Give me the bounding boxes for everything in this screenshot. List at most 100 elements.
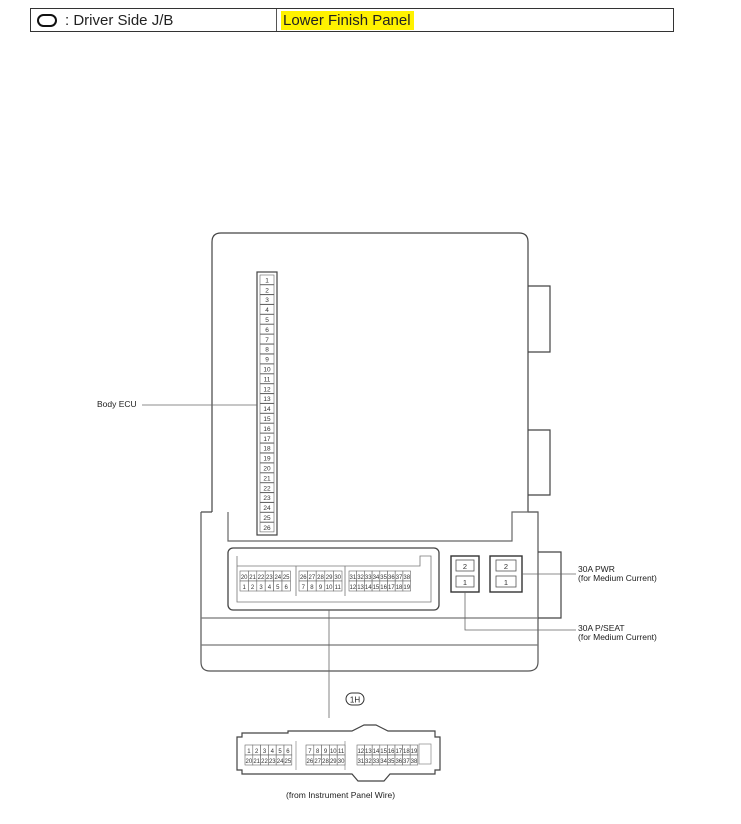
svg-text:38: 38 bbox=[411, 759, 418, 765]
svg-text:31: 31 bbox=[350, 575, 357, 581]
svg-text:1: 1 bbox=[463, 578, 467, 587]
svg-text:7: 7 bbox=[302, 585, 306, 591]
svg-text:37: 37 bbox=[396, 575, 403, 581]
svg-text:8: 8 bbox=[265, 347, 269, 354]
svg-text:1: 1 bbox=[243, 585, 247, 591]
svg-text:16: 16 bbox=[388, 749, 395, 755]
svg-text:22: 22 bbox=[263, 485, 271, 492]
svg-text:15: 15 bbox=[373, 585, 380, 591]
svg-text:3: 3 bbox=[259, 585, 263, 591]
svg-text:2: 2 bbox=[265, 287, 269, 294]
body-ecu-connector: 1234567891011121314151617181920212223242… bbox=[256, 271, 278, 536]
svg-text:32: 32 bbox=[365, 759, 372, 765]
svg-text:8: 8 bbox=[316, 749, 320, 755]
svg-text:10: 10 bbox=[263, 367, 271, 374]
header-bar: : Driver Side J/B Lower Finish Panel bbox=[30, 8, 674, 32]
svg-text:12: 12 bbox=[263, 386, 271, 393]
svg-text:32: 32 bbox=[357, 575, 364, 581]
svg-text:24: 24 bbox=[277, 759, 284, 765]
svg-text:2: 2 bbox=[251, 585, 255, 591]
svg-text:6: 6 bbox=[285, 585, 289, 591]
svg-text:25: 25 bbox=[285, 759, 292, 765]
svg-text:36: 36 bbox=[388, 575, 395, 581]
svg-text:5: 5 bbox=[276, 585, 280, 591]
svg-text:8: 8 bbox=[310, 585, 314, 591]
svg-text:11: 11 bbox=[335, 585, 342, 591]
svg-text:11: 11 bbox=[264, 376, 271, 383]
svg-text:27: 27 bbox=[309, 575, 316, 581]
svg-text:19: 19 bbox=[263, 456, 271, 463]
svg-text:6: 6 bbox=[286, 749, 290, 755]
svg-text:16: 16 bbox=[263, 426, 271, 433]
svg-text:24: 24 bbox=[263, 505, 271, 512]
svg-text:4: 4 bbox=[268, 585, 272, 591]
svg-text:35: 35 bbox=[388, 759, 395, 765]
svg-text:1: 1 bbox=[247, 749, 251, 755]
svg-text:20: 20 bbox=[246, 759, 253, 765]
svg-text:15: 15 bbox=[380, 749, 387, 755]
location-label: : Driver Side J/B bbox=[65, 11, 174, 29]
svg-text:26: 26 bbox=[263, 525, 271, 532]
svg-text:21: 21 bbox=[263, 475, 271, 482]
svg-text:18: 18 bbox=[396, 585, 403, 591]
body-ecu-label: Body ECU bbox=[97, 399, 137, 409]
svg-text:2: 2 bbox=[463, 562, 467, 571]
svg-text:29: 29 bbox=[326, 575, 333, 581]
svg-text:36: 36 bbox=[395, 759, 402, 765]
svg-text:14: 14 bbox=[263, 406, 271, 413]
svg-text:35: 35 bbox=[380, 575, 387, 581]
svg-text:23: 23 bbox=[269, 759, 276, 765]
svg-text:18: 18 bbox=[263, 446, 271, 453]
location-cell: : Driver Side J/B bbox=[31, 9, 277, 31]
svg-text:13: 13 bbox=[365, 749, 372, 755]
svg-text:23: 23 bbox=[266, 575, 273, 581]
svg-text:13: 13 bbox=[263, 396, 271, 403]
svg-text:33: 33 bbox=[373, 759, 380, 765]
svg-text:24: 24 bbox=[274, 575, 281, 581]
svg-text:1: 1 bbox=[504, 578, 508, 587]
svg-text:28: 28 bbox=[317, 575, 324, 581]
svg-text:1: 1 bbox=[265, 277, 269, 284]
wire-caption: (from Instrument Panel Wire) bbox=[286, 790, 396, 800]
svg-text:37: 37 bbox=[403, 759, 410, 765]
fuse-pwr: 2 1 bbox=[489, 555, 523, 593]
svg-text:38: 38 bbox=[403, 575, 410, 581]
svg-text:14: 14 bbox=[365, 585, 372, 591]
oval-symbol-icon bbox=[37, 13, 57, 27]
svg-text:22: 22 bbox=[258, 575, 265, 581]
svg-text:13: 13 bbox=[357, 585, 364, 591]
svg-text:2: 2 bbox=[255, 749, 259, 755]
svg-text:2: 2 bbox=[504, 562, 508, 571]
svg-text:28: 28 bbox=[322, 759, 329, 765]
svg-text:5: 5 bbox=[278, 749, 282, 755]
svg-text:25: 25 bbox=[283, 575, 290, 581]
svg-text:3: 3 bbox=[263, 749, 267, 755]
svg-text:5: 5 bbox=[265, 317, 269, 324]
svg-text:23: 23 bbox=[263, 495, 271, 502]
svg-text:29: 29 bbox=[330, 759, 337, 765]
svg-text:30: 30 bbox=[338, 759, 345, 765]
svg-text:4: 4 bbox=[271, 749, 275, 755]
svg-text:12: 12 bbox=[350, 585, 357, 591]
svg-text:11: 11 bbox=[338, 749, 345, 755]
panel-cell: Lower Finish Panel bbox=[277, 9, 673, 31]
svg-text:34: 34 bbox=[373, 575, 380, 581]
fuse-pseat-label: 30A P/SEAT bbox=[578, 623, 625, 633]
svg-text:19: 19 bbox=[411, 749, 418, 755]
svg-text:9: 9 bbox=[324, 749, 328, 755]
svg-text:33: 33 bbox=[365, 575, 372, 581]
svg-text:19: 19 bbox=[403, 585, 410, 591]
svg-text:17: 17 bbox=[263, 436, 271, 443]
svg-text:9: 9 bbox=[265, 357, 269, 364]
svg-text:10: 10 bbox=[330, 749, 337, 755]
fuse-pseat-sublabel: (for Medium Current) bbox=[578, 632, 657, 642]
svg-text:3: 3 bbox=[265, 297, 269, 304]
fuse-pwr-sublabel: (for Medium Current) bbox=[578, 573, 657, 583]
svg-text:22: 22 bbox=[261, 759, 268, 765]
svg-text:14: 14 bbox=[373, 749, 380, 755]
svg-text:12: 12 bbox=[357, 749, 364, 755]
svg-text:15: 15 bbox=[263, 416, 271, 423]
svg-text:18: 18 bbox=[403, 749, 410, 755]
